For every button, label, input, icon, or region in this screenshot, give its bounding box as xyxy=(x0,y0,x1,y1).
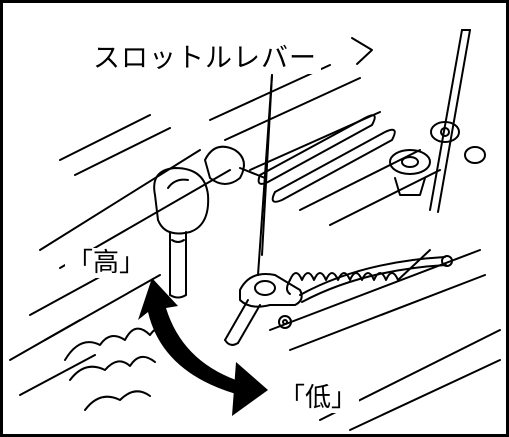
hand-lever xyxy=(153,167,210,299)
throttle-lever-label: スロットルレバー xyxy=(89,43,321,74)
throttle-cable xyxy=(299,255,453,303)
label-mark xyxy=(351,37,373,65)
vertical-rod xyxy=(429,29,471,213)
range-arrow xyxy=(138,278,268,416)
throttle-linkage xyxy=(224,273,303,346)
high-position-label: 「高」 xyxy=(65,248,148,278)
throttle-lever-illustration xyxy=(9,29,501,431)
guide-slot xyxy=(257,114,396,203)
gate-notches xyxy=(64,327,176,411)
throttle-pointer xyxy=(257,74,273,276)
low-position-label: 「低」 xyxy=(277,383,360,413)
